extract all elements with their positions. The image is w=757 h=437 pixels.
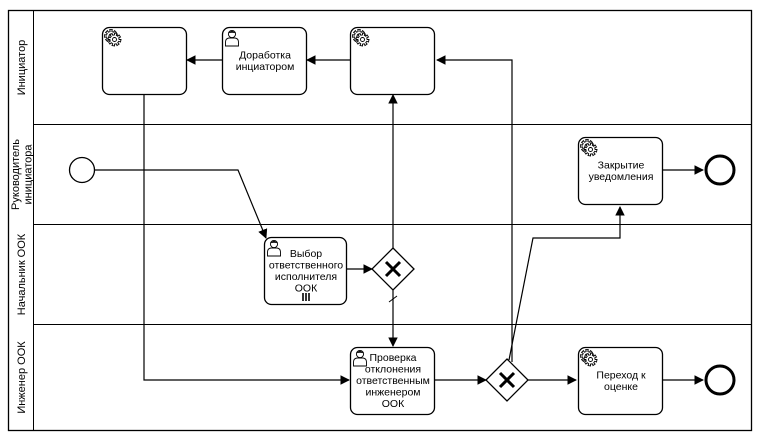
lane-initiator: Инициатор <box>16 40 28 96</box>
exclusive-gateway-engineer <box>485 358 529 402</box>
lane-label-ook_head: Начальник ООК <box>16 233 28 315</box>
gear-icon <box>580 349 598 367</box>
exclusive-gateway-ook <box>371 247 415 291</box>
end-event-engineer <box>704 364 736 396</box>
task-init-service-1 <box>101 26 188 96</box>
user-icon <box>353 349 367 367</box>
flow-gateway-to-close <box>508 206 625 361</box>
gear-icon <box>352 29 370 47</box>
flow-start-to-select <box>95 169 268 239</box>
lane-label-engineer: Инженер ООК <box>16 341 28 414</box>
lane-label-head: Руководительинициатора <box>10 139 35 210</box>
user-icon <box>225 29 239 47</box>
default-flow-marker <box>388 295 398 303</box>
flow-gateway-to-init-service-2 <box>436 55 513 362</box>
start-event <box>68 156 96 184</box>
end-event-head <box>704 154 736 186</box>
gear-icon <box>580 139 598 157</box>
user-icon <box>267 239 281 257</box>
gear-icon <box>104 29 122 47</box>
multi-instance-icon <box>302 293 310 301</box>
task-init-service-2 <box>349 26 436 96</box>
flow-init-service-to-check <box>143 94 350 385</box>
lane-label-initiator: Инициатор <box>16 40 28 96</box>
